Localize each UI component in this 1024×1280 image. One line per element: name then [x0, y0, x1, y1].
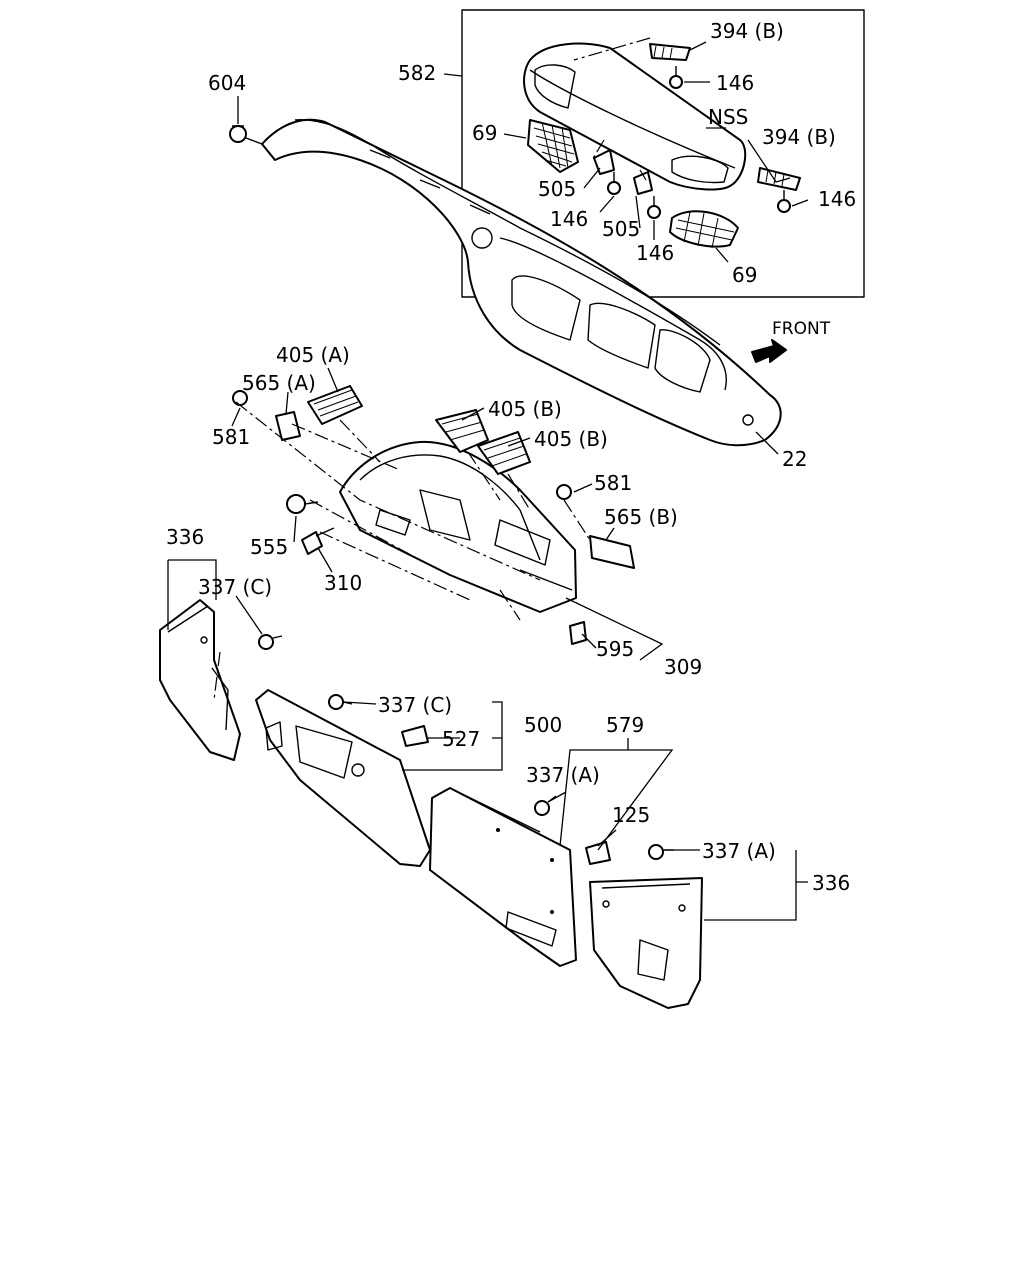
callout-555: 555 [250, 535, 288, 559]
callout-581-right: 581 [594, 471, 632, 495]
callout-394b-lower: 394 (B) [762, 125, 836, 149]
callout-336-left: 336 [166, 525, 204, 549]
part-405b-vent-left [435, 409, 489, 453]
part-337a-clip-right [648, 844, 674, 860]
part-337c-clip-left [258, 634, 283, 650]
part-565b-clip [589, 535, 635, 569]
callout-146-mid-left: 146 [550, 207, 588, 231]
callout-337a-right: 337 (A) [702, 839, 776, 863]
part-146-screw-d [777, 190, 791, 213]
callout-146-right: 146 [818, 187, 856, 211]
callout-394b-upper: 394 (B) [710, 19, 784, 43]
callout-125: 125 [612, 803, 650, 827]
callout-69-right: 69 [732, 263, 757, 287]
part-69-vent-left [527, 119, 579, 173]
part-505-bracket-right [633, 171, 653, 195]
callout-405b-lower: 405 (B) [534, 427, 608, 451]
alignment-dash-lines [213, 37, 651, 701]
part-405a-vent [307, 385, 363, 425]
callout-405b-upper: 405 (B) [488, 397, 562, 421]
callout-595: 595 [596, 637, 634, 661]
part-69-vent-right [669, 210, 739, 249]
callout-310: 310 [324, 571, 362, 595]
front-direction-arrow [751, 339, 787, 363]
callout-labels: 604 582 394 (B) 146 NSS 69 394 (B) 505 1… [166, 19, 856, 895]
part-310-bolt [301, 527, 335, 555]
callout-579: 579 [606, 713, 644, 737]
inset-box-nss [461, 9, 865, 298]
part-nss-lamp-housing [523, 42, 747, 191]
part-394b-clip-upper [649, 43, 691, 61]
callout-336-right: 336 [812, 871, 850, 895]
part-500-lower-panel [255, 689, 431, 867]
callout-146-upper: 146 [716, 71, 754, 95]
callout-337a-glovebox: 337 (A) [526, 763, 600, 787]
callout-505-left: 505 [538, 177, 576, 201]
part-579-glove-box [429, 787, 577, 967]
callout-500: 500 [524, 713, 562, 737]
part-337a-clip-glovebox [534, 795, 557, 816]
callout-604: 604 [208, 71, 246, 95]
callout-337c-mid: 337 (C) [378, 693, 452, 717]
callout-309: 309 [664, 655, 702, 679]
callout-146-mid-right: 146 [636, 241, 674, 265]
callout-582: 582 [398, 61, 436, 85]
part-146-screw-b [607, 172, 621, 195]
part-309-cluster-bracket [339, 440, 577, 613]
part-565a-clip [275, 411, 301, 441]
part-336-side-cover-right [589, 877, 703, 1009]
part-604-screw [229, 125, 263, 145]
part-581-screw-right [556, 484, 572, 500]
part-527-clip [401, 725, 429, 747]
callout-565a: 565 (A) [242, 371, 316, 395]
callout-527: 527 [442, 727, 480, 751]
part-336-side-cover-left [159, 599, 241, 761]
leader-lines [167, 41, 809, 921]
part-505-bracket-left [593, 149, 615, 175]
callout-505-right: 505 [602, 217, 640, 241]
callout-22: 22 [782, 447, 807, 471]
callout-nss: NSS [708, 105, 748, 129]
callout-581-left: 581 [212, 425, 250, 449]
callout-337c-left: 337 (C) [198, 575, 272, 599]
part-337c-clip-mid [328, 694, 353, 710]
part-595-clip [569, 621, 587, 645]
part-22-dashboard-panel [261, 118, 782, 447]
part-146-screw-a [669, 66, 683, 89]
callout-69-left: 69 [472, 121, 497, 145]
front-label: FRONT [772, 319, 831, 339]
callout-405a: 405 (A) [276, 343, 350, 367]
part-555-knob [286, 494, 319, 514]
callout-565b: 565 (B) [604, 505, 678, 529]
part-146-screw-c [647, 196, 661, 219]
part-394b-clip-lower [757, 167, 801, 191]
